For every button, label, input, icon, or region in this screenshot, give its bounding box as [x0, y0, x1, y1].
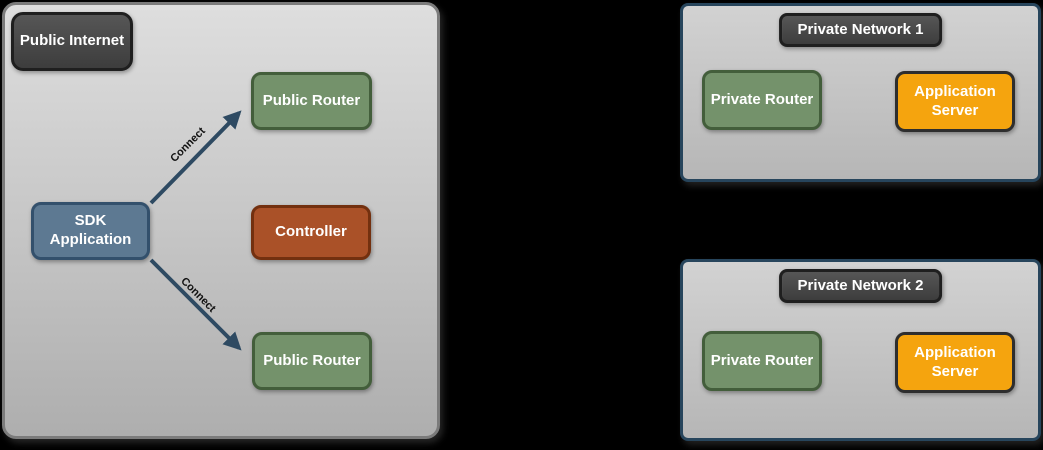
connect-arrow-top [149, 110, 242, 205]
node-application-server-2: Application Server [895, 332, 1015, 393]
node-private-router-2: Private Router [702, 331, 822, 391]
node-sdk-application: SDK Application [31, 202, 150, 260]
private-network-1-title: Private Network 1 [778, 13, 943, 47]
public-internet-panel: Connect Connect Public Internet Public R… [2, 2, 440, 439]
connect-label-bottom: Connect [178, 275, 218, 315]
node-public-router-bottom: Public Router [252, 332, 372, 390]
private-network-1-panel: Private Network 1 Private Router Applica… [680, 3, 1041, 182]
connect-label-top: Connect [168, 125, 208, 165]
node-controller: Controller [251, 205, 371, 260]
node-public-router-top: Public Router [251, 72, 372, 130]
node-application-server-1: Application Server [895, 71, 1015, 132]
node-private-router-1: Private Router [702, 70, 822, 130]
private-network-2-title: Private Network 2 [778, 269, 943, 303]
public-internet-label: Public Internet [11, 12, 133, 71]
private-network-2-panel: Private Network 2 Private Router Applica… [680, 259, 1041, 441]
connect-arrow-bottom [149, 258, 242, 351]
